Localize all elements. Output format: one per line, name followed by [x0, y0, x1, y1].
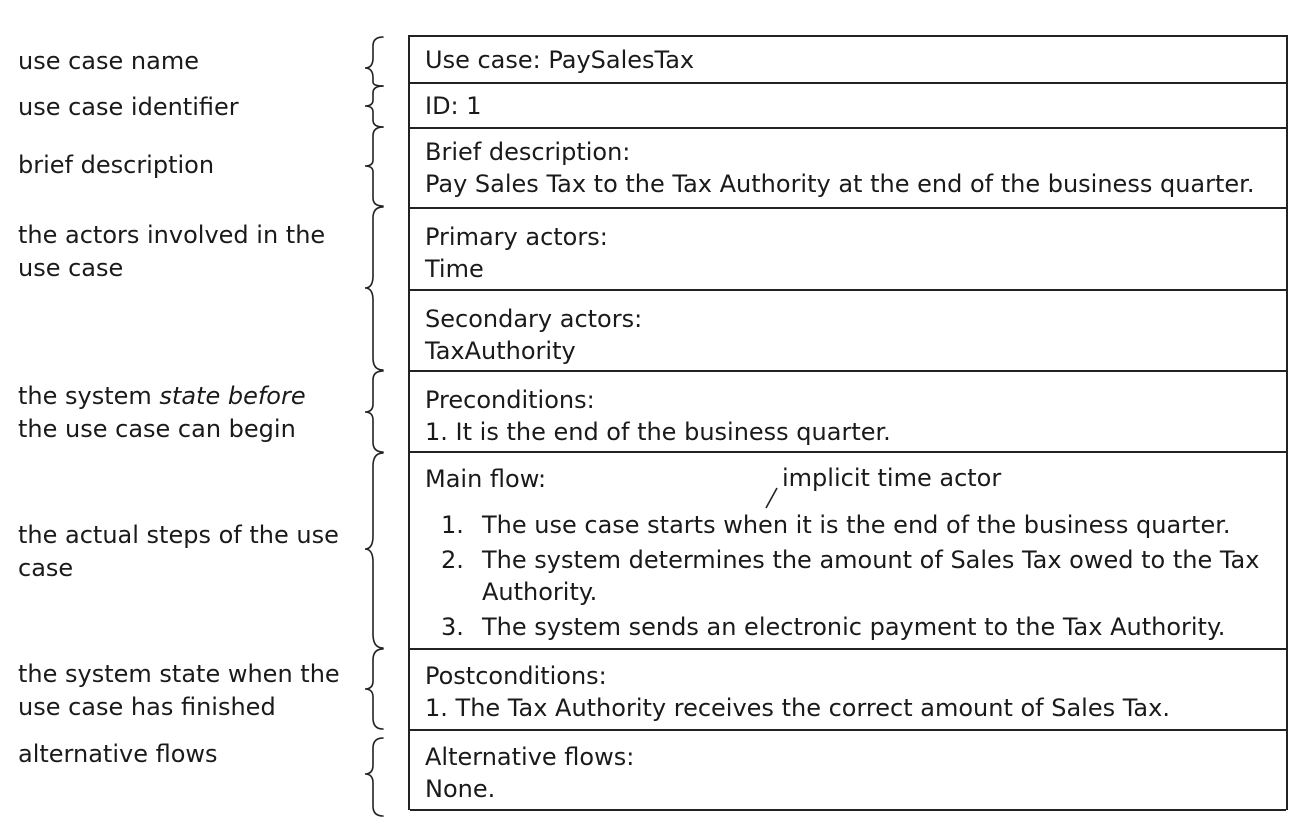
brace-description: [364, 126, 384, 207]
row-use-case-name: Use case: PaySalesTax: [410, 37, 1286, 84]
brace-actors: [364, 206, 384, 371]
label-state-before: the system state before the use case can…: [18, 380, 363, 446]
use-case-table: Use case: PaySalesTax ID: 1 Brief descri…: [408, 35, 1288, 811]
postconditions-title: Postconditions:: [425, 662, 607, 690]
label-steps-line-2: case: [18, 554, 74, 582]
label-state-before-line-2: the use case can begin: [18, 415, 296, 443]
alternative-flows-text: None.: [425, 775, 496, 803]
row-postconditions: Postconditions: 1. The Tax Authority rec…: [410, 650, 1286, 731]
label-actors-line-1: the actors involved in the: [18, 221, 326, 249]
brace-identifier: [364, 85, 384, 128]
postconditions-text: 1. The Tax Authority receives the correc…: [425, 694, 1170, 722]
secondary-actors-text: TaxAuthority: [425, 337, 576, 365]
label-state-after-line-2: use case has finished: [18, 693, 276, 721]
row-use-case-id: ID: 1: [410, 84, 1286, 129]
step-text: The system sends an electronic payment t…: [482, 613, 1226, 641]
label-steps: the actual steps of the use case: [18, 519, 363, 585]
step-text: The system determines the amount of Sale…: [482, 546, 1260, 574]
label-brief-description: brief description: [18, 151, 215, 179]
use-case-id: ID: 1: [425, 92, 482, 120]
row-main-flow: Main flow: 1. The use case starts when i…: [410, 453, 1286, 650]
brace-preconditions: [364, 370, 384, 453]
preconditions-title: Preconditions:: [425, 386, 595, 414]
label-state-after-line-1: the system state when the: [18, 660, 340, 688]
label-use-case-name: use case name: [18, 47, 199, 75]
main-flow-step: 2. The system determines the amount of S…: [425, 544, 1286, 608]
use-case-name: Use case: PaySalesTax: [425, 46, 695, 74]
label-state-before-line-1: the system state before: [18, 380, 363, 413]
main-flow-step: 3. The system sends an electronic paymen…: [425, 611, 1286, 643]
brace-alternative-flows: [364, 737, 384, 817]
label-actors-line-2: use case: [18, 254, 124, 282]
label-steps-line-1: the actual steps of the use: [18, 521, 339, 549]
step-text-continued: Authority.: [482, 578, 598, 606]
primary-actors-title: Primary actors:: [425, 223, 608, 251]
alternative-flows-title: Alternative flows:: [425, 743, 635, 771]
label-use-case-identifier: use case identifier: [18, 93, 239, 121]
row-alternative-flows: Alternative flows: None.: [410, 731, 1286, 811]
main-flow-title: Main flow:: [425, 465, 547, 493]
label-state-after: the system state when the use case has f…: [18, 658, 363, 724]
secondary-actors-title: Secondary actors:: [425, 305, 643, 333]
step-text: The use case starts when it is the end o…: [482, 511, 1231, 539]
row-preconditions: Preconditions: 1. It is the end of the b…: [410, 372, 1286, 453]
brief-description-title: Brief description:: [425, 138, 631, 166]
label-state-before-emphasis: state before: [159, 382, 306, 410]
annotation-pointer: [765, 487, 778, 509]
label-actors: the actors involved in the use case: [18, 219, 363, 285]
brace-postconditions: [364, 648, 384, 730]
annotation-implicit-time-actor: implicit time actor: [782, 464, 1002, 492]
step-number: 3.: [441, 613, 464, 641]
brief-description-text: Pay Sales Tax to the Tax Authority at th…: [425, 170, 1255, 198]
row-brief-description: Brief description: Pay Sales Tax to the …: [410, 129, 1286, 209]
main-flow-steps: 1. The use case starts when it is the en…: [425, 509, 1286, 643]
preconditions-text: 1. It is the end of the business quarter…: [425, 418, 891, 446]
step-number: 2.: [441, 546, 464, 574]
label-alternative-flows: alternative flows: [18, 740, 218, 768]
row-primary-actors: Primary actors: Time: [410, 209, 1286, 291]
label-state-before-pre: the system: [18, 382, 160, 410]
brace-name: [364, 36, 384, 87]
row-secondary-actors: Secondary actors: TaxAuthority: [410, 291, 1286, 372]
main-flow-step: 1. The use case starts when it is the en…: [425, 509, 1286, 541]
primary-actors-text: Time: [425, 255, 484, 283]
brace-main-flow: [364, 452, 384, 649]
step-number: 1.: [441, 511, 464, 539]
